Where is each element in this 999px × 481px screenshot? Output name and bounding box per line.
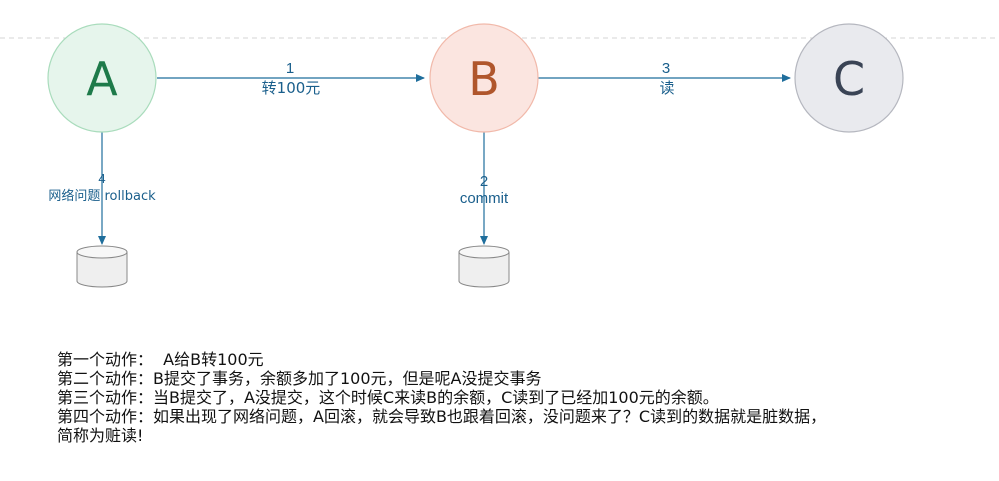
description-block: 第一个动作： A给B转100元 第二个动作：B提交了事务，余额多加了100元，但…	[57, 350, 987, 445]
node-c: C	[794, 23, 904, 133]
node-a: A	[47, 23, 157, 133]
node-b-circle	[429, 23, 539, 133]
node-a-circle	[47, 23, 157, 133]
edge-bc-number: 3	[662, 60, 670, 77]
description-line-2: 第二个动作：B提交了事务，余额多加了100元，但是呢A没提交事务	[57, 369, 542, 388]
edge-bc-label: 读	[659, 79, 674, 97]
node-c-circle	[794, 23, 904, 133]
edge-ab-label: 转100元	[262, 79, 321, 97]
edge-b-db-label: commit	[460, 190, 509, 207]
edge-a-db-label: 网络问题 rollback	[48, 188, 156, 204]
node-b: B	[429, 23, 539, 133]
edge-a-db-number: 4	[98, 171, 105, 186]
node-c-label: C	[833, 52, 865, 106]
node-a-label: A	[86, 52, 118, 106]
node-b-label: B	[468, 52, 500, 106]
database-b-icon	[458, 245, 510, 288]
description-line-1: 第一个动作： A给B转100元	[57, 350, 264, 369]
edge-ab-number: 1	[286, 60, 294, 77]
edge-b-db-number: 2	[480, 173, 488, 190]
description-line-3: 第三个动作：当B提交了，A没提交，这个时候C来读B的余额，C读到了已经加100元…	[57, 388, 719, 407]
database-a-icon	[76, 245, 128, 288]
description-line-4: 第四个动作：如果出现了网络问题，A回滚，就会导致B也跟着回滚，没问题来了？C读到…	[57, 407, 827, 426]
description-line-5: 简称为赃读!	[57, 426, 144, 445]
